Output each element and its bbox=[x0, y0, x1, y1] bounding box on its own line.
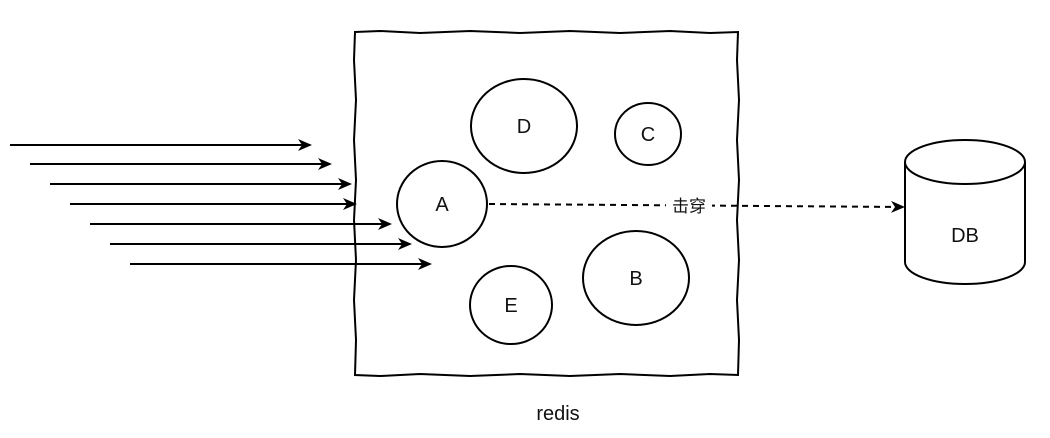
database-body bbox=[904, 162, 1026, 285]
node-e-label: E bbox=[504, 295, 517, 317]
penetration-label: 击穿 bbox=[672, 197, 706, 217]
node-b-circle bbox=[582, 230, 690, 326]
penetration-edge bbox=[488, 200, 905, 213]
node-c-label: C bbox=[641, 124, 655, 146]
database-cylinder: DB bbox=[904, 139, 1026, 285]
penetration-label-bg bbox=[666, 194, 712, 218]
node-d: D bbox=[470, 78, 578, 174]
node-b-label: B bbox=[629, 268, 642, 290]
redis-cache-box bbox=[352, 29, 741, 378]
node-a: A bbox=[396, 160, 488, 248]
incoming-requests bbox=[10, 139, 432, 270]
node-e: E bbox=[469, 265, 553, 345]
database-top bbox=[904, 139, 1026, 185]
redis-caption: redis bbox=[536, 403, 579, 425]
node-d-label: D bbox=[517, 116, 531, 138]
database-label: DB bbox=[951, 225, 979, 247]
node-c-circle bbox=[614, 102, 682, 166]
node-b: B bbox=[582, 230, 690, 326]
node-a-circle bbox=[396, 160, 488, 248]
node-d-circle bbox=[470, 78, 578, 174]
node-c: C bbox=[614, 102, 682, 166]
node-e-circle bbox=[469, 265, 553, 345]
node-a-label: A bbox=[435, 194, 449, 216]
